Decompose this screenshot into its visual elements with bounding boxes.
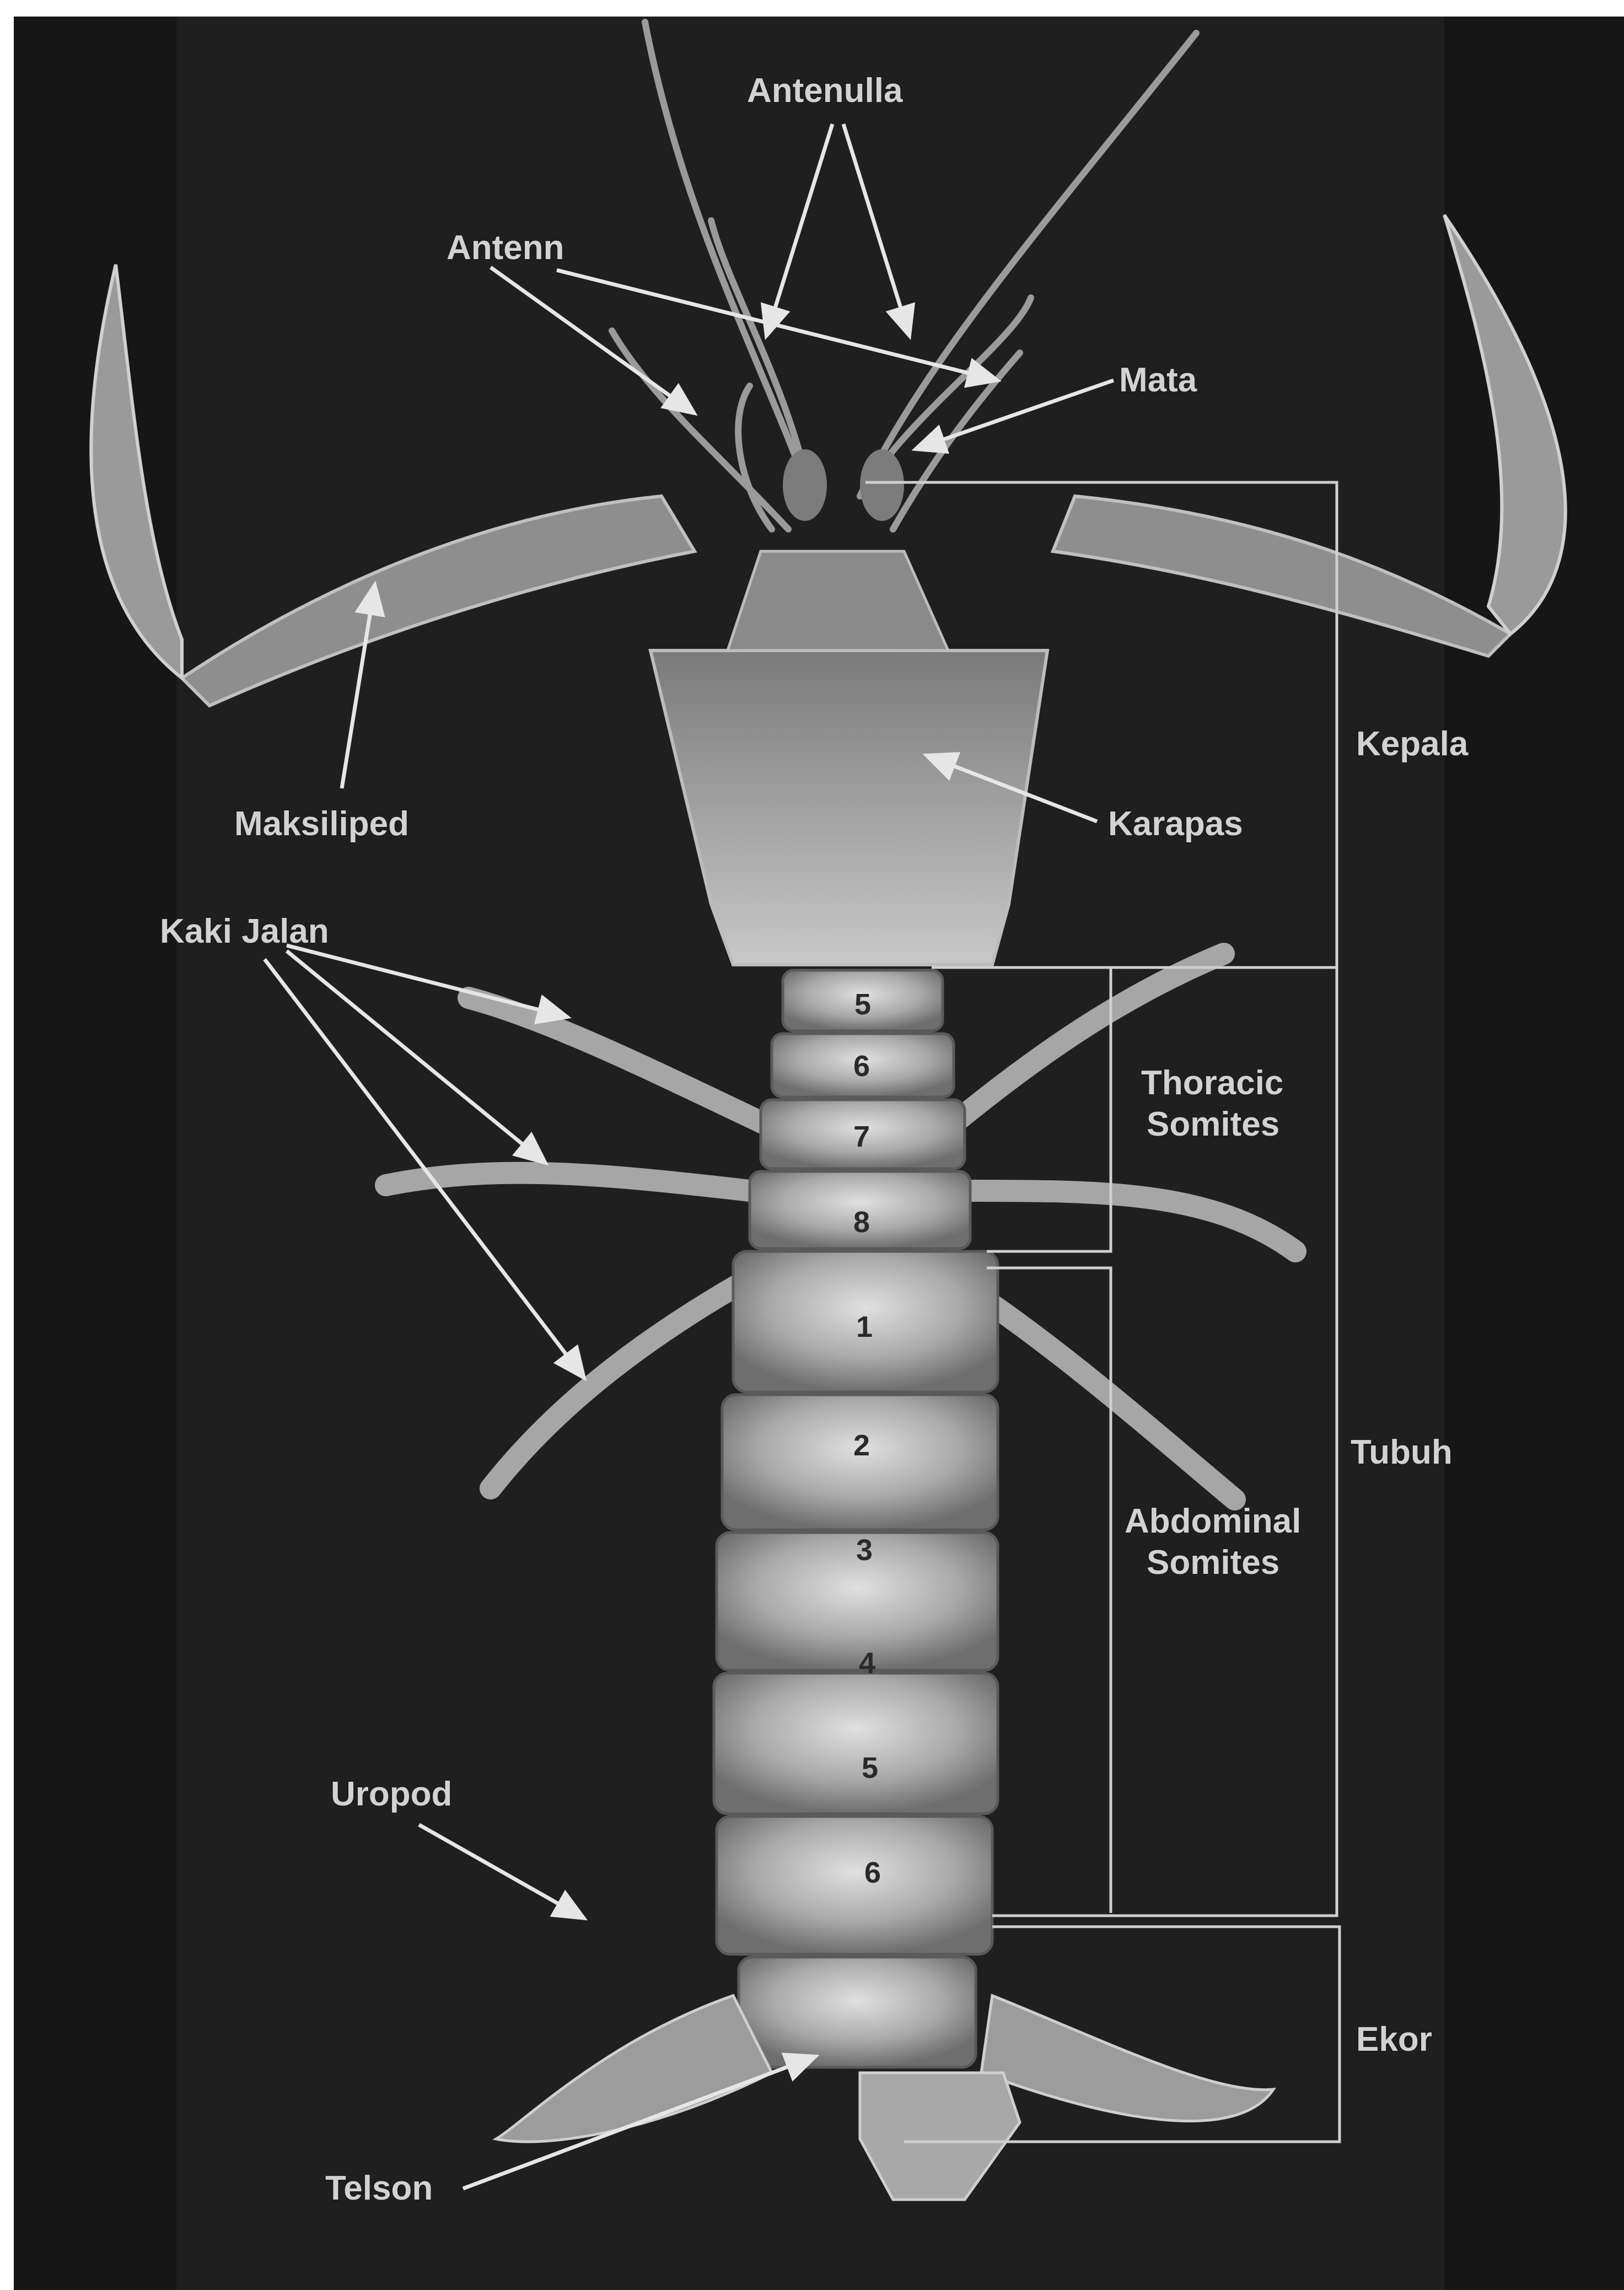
thoracic-segment-8: 8 [853,1206,870,1239]
label-kaki-jalan: Kaki Jalan [160,912,329,950]
label-ekor: Ekor [1356,2020,1432,2058]
label-kepala: Kepala [1356,725,1469,763]
thoracic-segment-6: 6 [853,1050,870,1083]
eye-left [783,449,827,521]
eye-right [860,449,904,521]
thoracic-segment-5: 5 [854,988,871,1021]
label-thoracic-line2: Somites [1147,1105,1279,1143]
label-mata: Mata [1119,361,1197,399]
thoracic-segment-7: 7 [853,1120,870,1153]
abdominal-segments [714,1251,998,2067]
label-uropod: Uropod [331,1775,452,1813]
label-maksiliped: Maksiliped [234,805,409,843]
abdominal-segment-4: 4 [859,1647,875,1680]
label-telson: Telson [325,2169,433,2207]
abdominal-segment-5: 5 [862,1751,878,1784]
label-antenulla: Antenulla [747,72,903,110]
label-abdominal-line1: Abdominal [1125,1502,1301,1540]
abdominal-segment-1: 1 [856,1310,873,1343]
abdominal-segment-6: 6 [864,1856,881,1889]
label-abdominal-line2: Somites [1147,1544,1279,1582]
label-tubuh: Tubuh [1351,1433,1453,1471]
label-karapas: Karapas [1108,805,1243,843]
abdominal-segment-2: 2 [853,1429,870,1462]
abdominal-segment-3: 3 [856,1534,873,1567]
label-thoracic-line1: Thoracic [1141,1064,1283,1102]
label-antenn: Antenn [447,229,564,267]
